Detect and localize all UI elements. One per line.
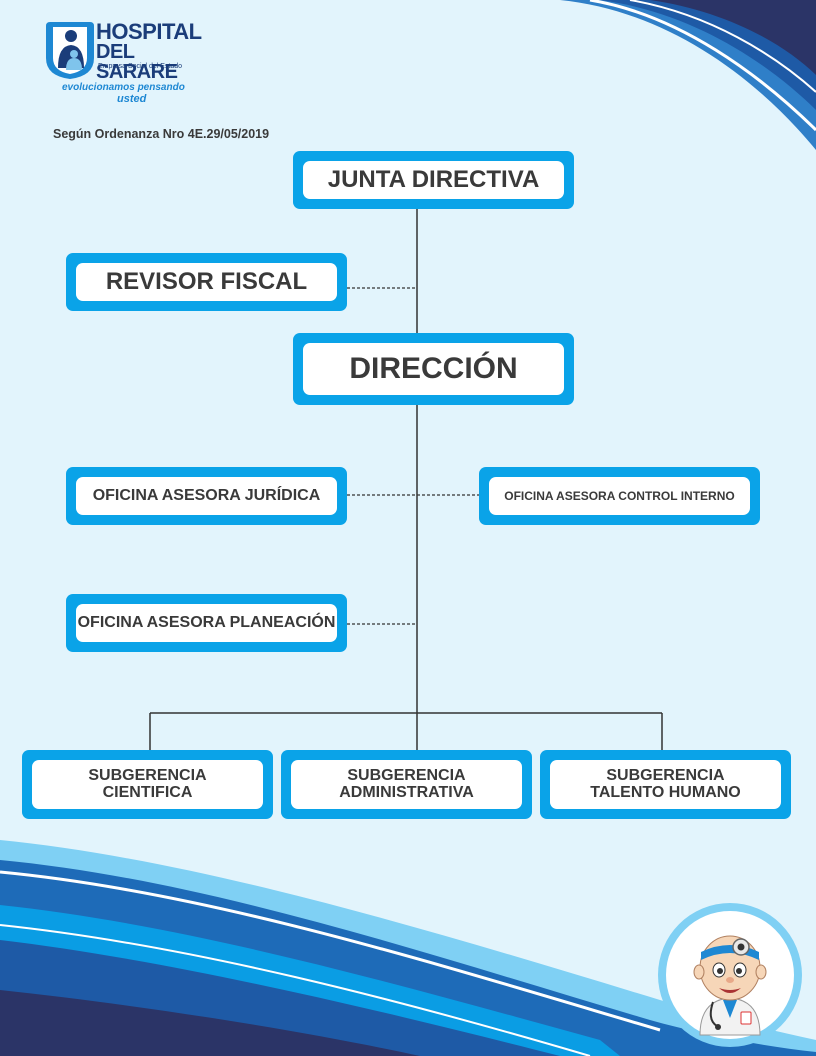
board-box: JUNTA DIRECTIVA — [293, 151, 574, 209]
hospital-emblem-icon — [46, 22, 94, 79]
planning-office-box: OFICINA ASESORA PLANEACIÓN — [66, 594, 347, 652]
logo-title-line1: HOSPITAL — [96, 19, 202, 44]
hospital-logo: HOSPITAL DEL SARARE Empresa Social del E… — [44, 18, 214, 108]
ordinance-reference: Según Ordenanza Nro 4E.29/05/2019 — [53, 127, 270, 141]
direction-label: DIRECCIÓN — [303, 343, 564, 395]
logo-title-line2: DEL SARARE — [96, 41, 178, 83]
auditor-box: REVISOR FISCAL — [66, 253, 347, 311]
legal-office-label: OFICINA ASESORA JURÍDICA — [76, 477, 337, 515]
wave-bottom-navy — [0, 990, 420, 1056]
internal-control-office-box: OFICINA ASESORA CONTROL INTERNO — [479, 467, 760, 525]
logo-slogan-line2: usted — [117, 93, 147, 105]
direction-box: DIRECCIÓN — [293, 333, 574, 405]
legal-office-box: OFICINA ASESORA JURÍDICA — [66, 467, 347, 525]
wave-top-navy — [650, 0, 816, 75]
logo-slogan-line1: evolucionamos pensando — [62, 82, 185, 93]
planning-office-label: OFICINA ASESORA PLANEACIÓN — [76, 604, 337, 642]
logo-subtitle: Empresa Social del Estado — [98, 63, 183, 70]
doctor-mascot-icon — [658, 903, 802, 1047]
auditor-label: REVISOR FISCAL — [76, 263, 337, 301]
internal-control-office-label: OFICINA ASESORA CONTROL INTERNO — [489, 477, 750, 515]
board-label: JUNTA DIRECTIVA — [303, 161, 564, 199]
